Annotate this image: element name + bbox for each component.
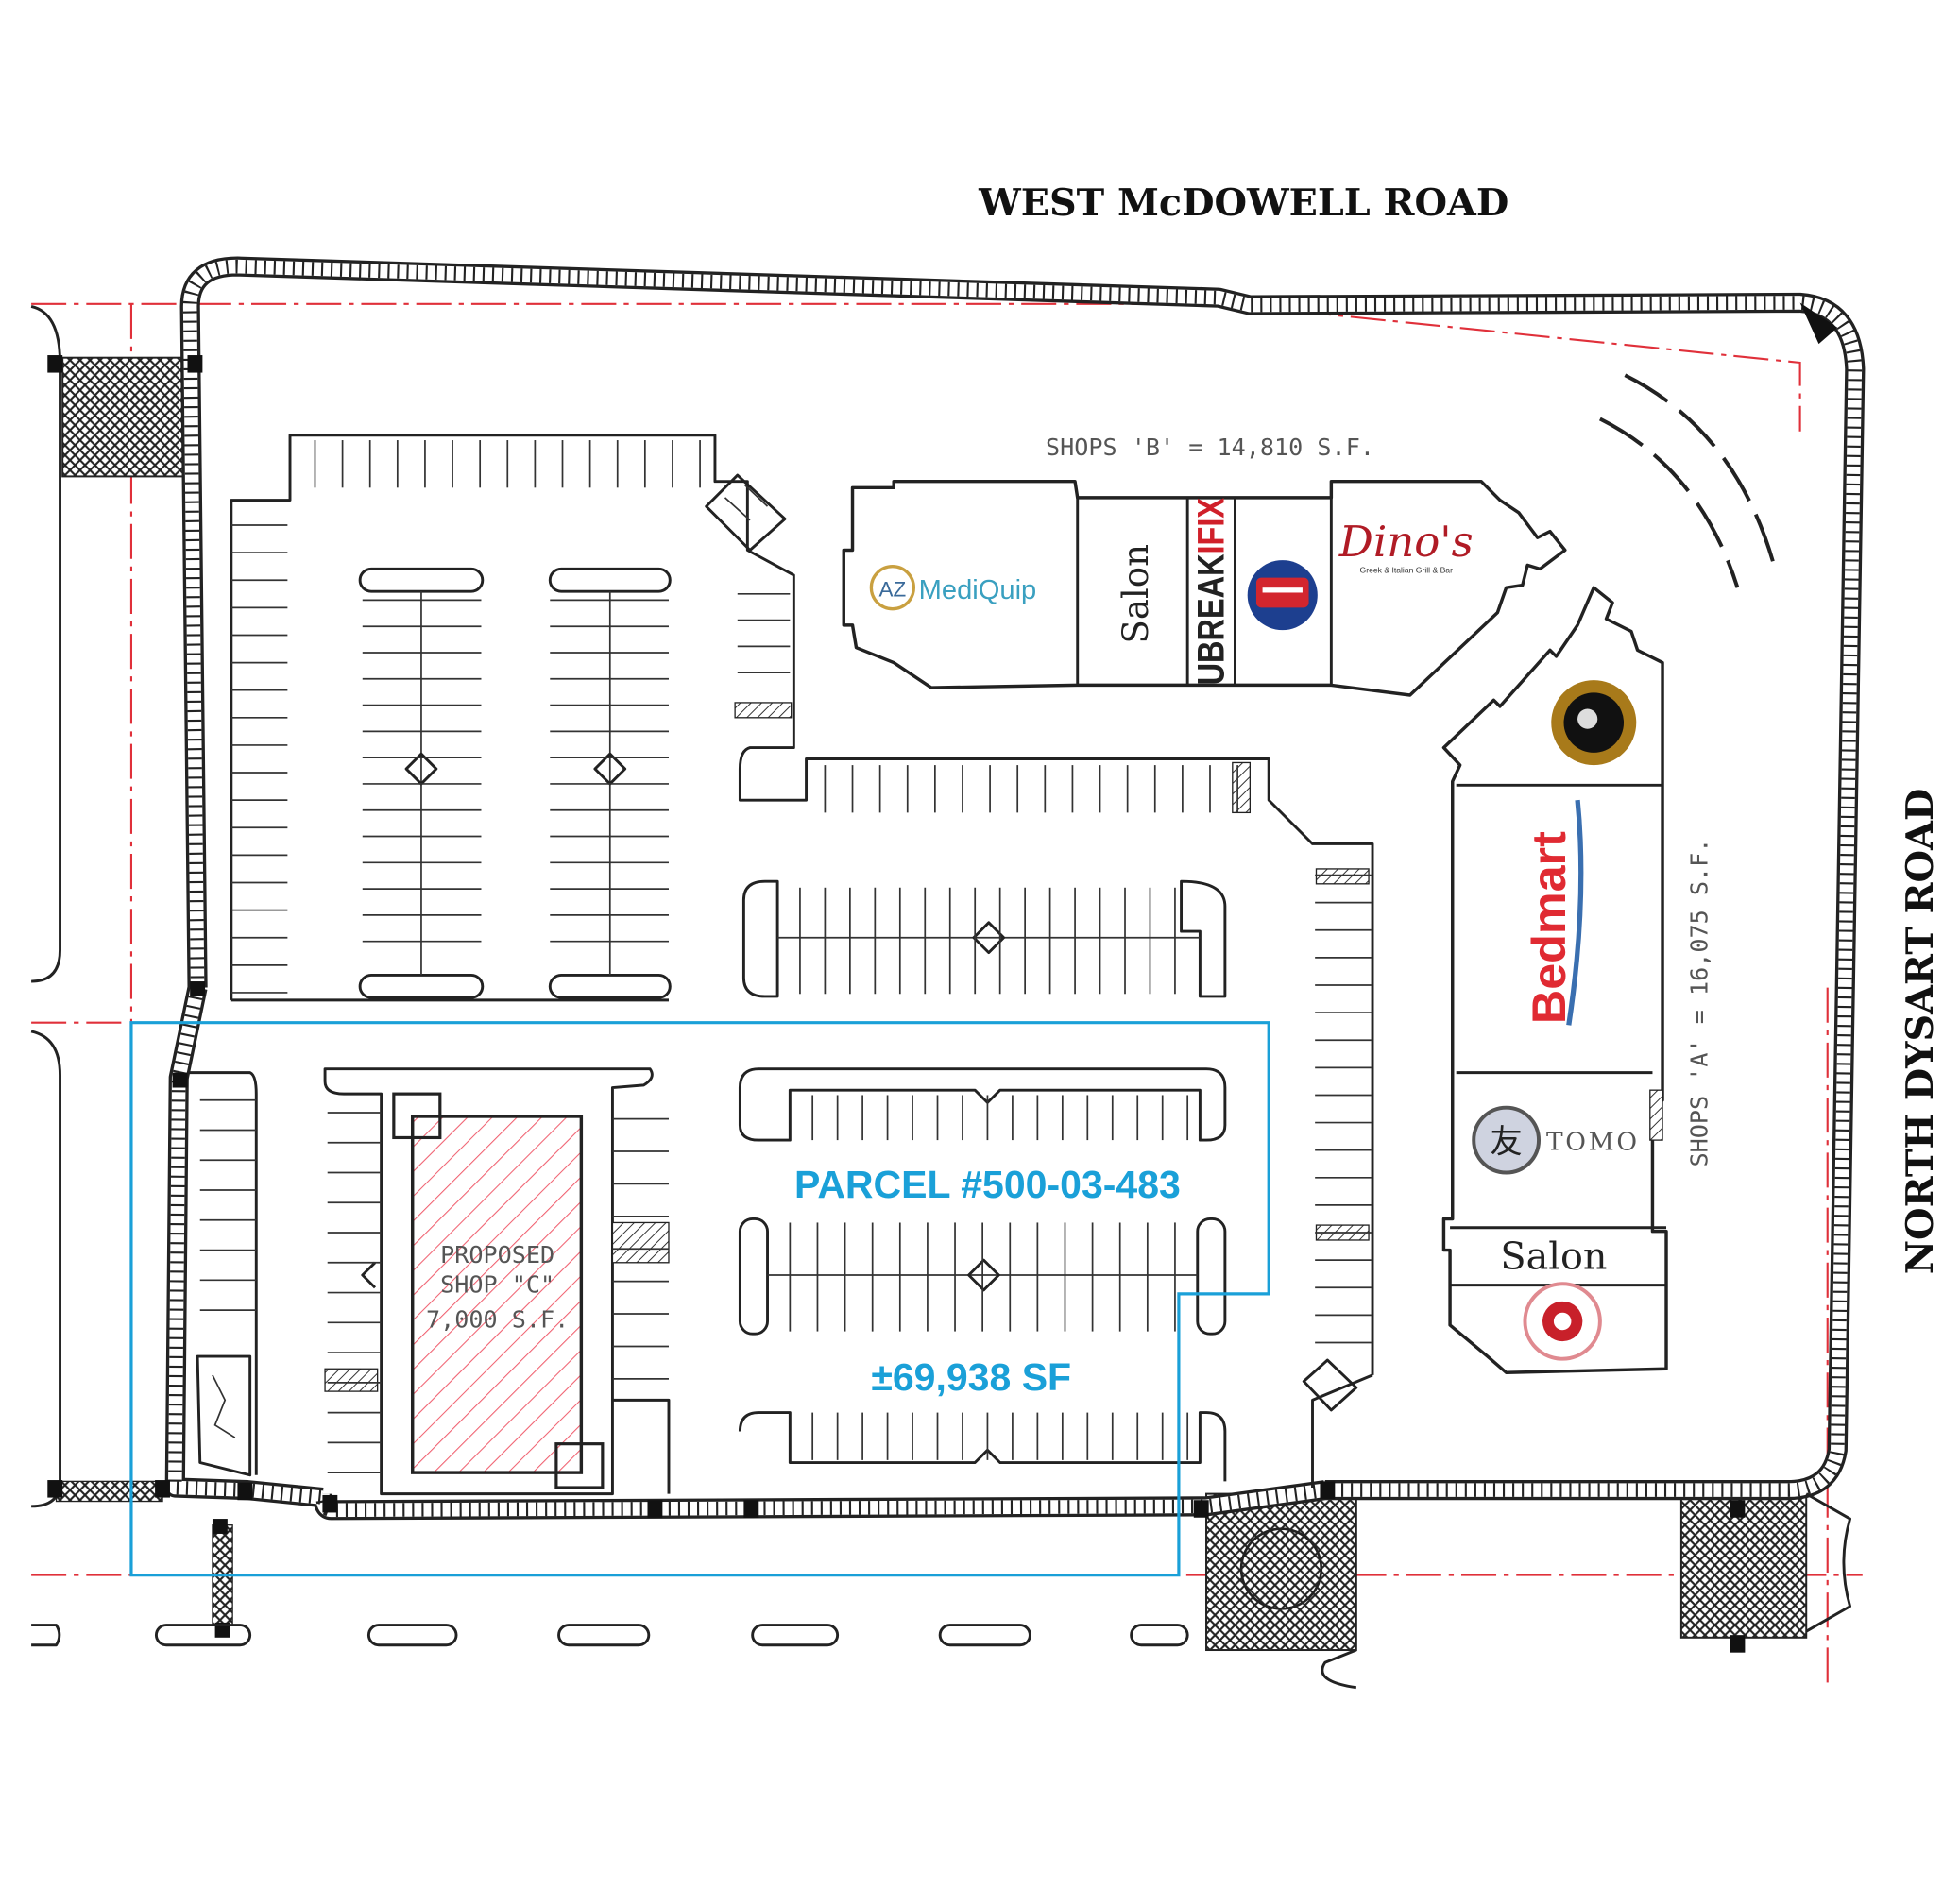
trash-enclosure (705, 473, 787, 552)
shops-b-building: SHOPS 'B' = 14,810 S.F. AZ MediQuip Salo… (842, 434, 1567, 697)
tomo-name: TOMO (1546, 1128, 1640, 1157)
perimeter-sidewalk (47, 256, 1866, 1653)
tenant-az-mediquip: AZ MediQuip (869, 565, 1037, 611)
parcel-area: ±69,938 SF (871, 1355, 1071, 1399)
parcel-number: PARCEL #500-03-483 (794, 1163, 1181, 1206)
mediquip-logo-icon (869, 565, 916, 611)
tenant-ubreakifix: UBREAKIFIX (1191, 497, 1233, 685)
drive-aisle-arcs (1598, 373, 1778, 588)
shop-c-label-line1: PROPOSED (440, 1241, 554, 1268)
dinos-tagline: Greek & Italian Grill & Bar (1360, 565, 1454, 574)
parking-lots (31, 434, 1852, 1690)
tenant-panda-logo (1523, 1282, 1602, 1361)
mediquip-badge: AZ (878, 577, 906, 601)
bedmart-swoosh (1566, 799, 1584, 1026)
ubreak-text: UBREAK (1191, 553, 1233, 685)
tenant-jersey-mikes-logo (1247, 560, 1318, 631)
road-edge (30, 1030, 61, 1508)
tenant-dinos: Dino's (1338, 517, 1474, 567)
tenant-logo-badge (1551, 680, 1637, 766)
shop-c-label-line3: 7,000 S.F. (426, 1306, 569, 1334)
mediquip-name: MediQuip (919, 575, 1037, 605)
shops-a-label: SHOPS 'A' = 16,075 S.F. (1686, 839, 1713, 1167)
tenant-salon-b: Salon (1116, 544, 1156, 643)
trash-enclosure (1302, 1358, 1358, 1412)
light-pole-icon (972, 921, 1006, 955)
road-edge (30, 305, 61, 983)
svg-text:UBREAKIFIX: UBREAKIFIX (1191, 497, 1233, 685)
light-pole-icon (967, 1258, 1000, 1292)
proposed-shop-c: PROPOSED SHOP "C" 7,000 S.F. (392, 1092, 605, 1489)
road-label-north-dysart: NORTH DYSART ROAD (1899, 789, 1942, 1275)
ifix-text: IFIX (1191, 497, 1233, 553)
shops-a-building: Bedmart 友 TOMO Salon SHOPS 'A' = 16,075 … (1441, 586, 1713, 1374)
tomo-logo-icon (1472, 1105, 1542, 1175)
shops-b-label: SHOPS 'B' = 14,810 S.F. (1046, 434, 1374, 461)
tenant-salon-a: Salon (1500, 1234, 1607, 1278)
shop-c-label-line2: SHOP "C" (440, 1271, 554, 1299)
tenant-tomo: 友 TOMO (1472, 1105, 1640, 1175)
parking-stalls (199, 440, 1372, 1473)
parcel-boundary (129, 1021, 1270, 1577)
road-label-west-mcdowell: WEST McDOWELL ROAD (978, 181, 1508, 225)
svg-text:友: 友 (1490, 1123, 1522, 1161)
tenant-bedmart: Bedmart (1522, 831, 1576, 1024)
